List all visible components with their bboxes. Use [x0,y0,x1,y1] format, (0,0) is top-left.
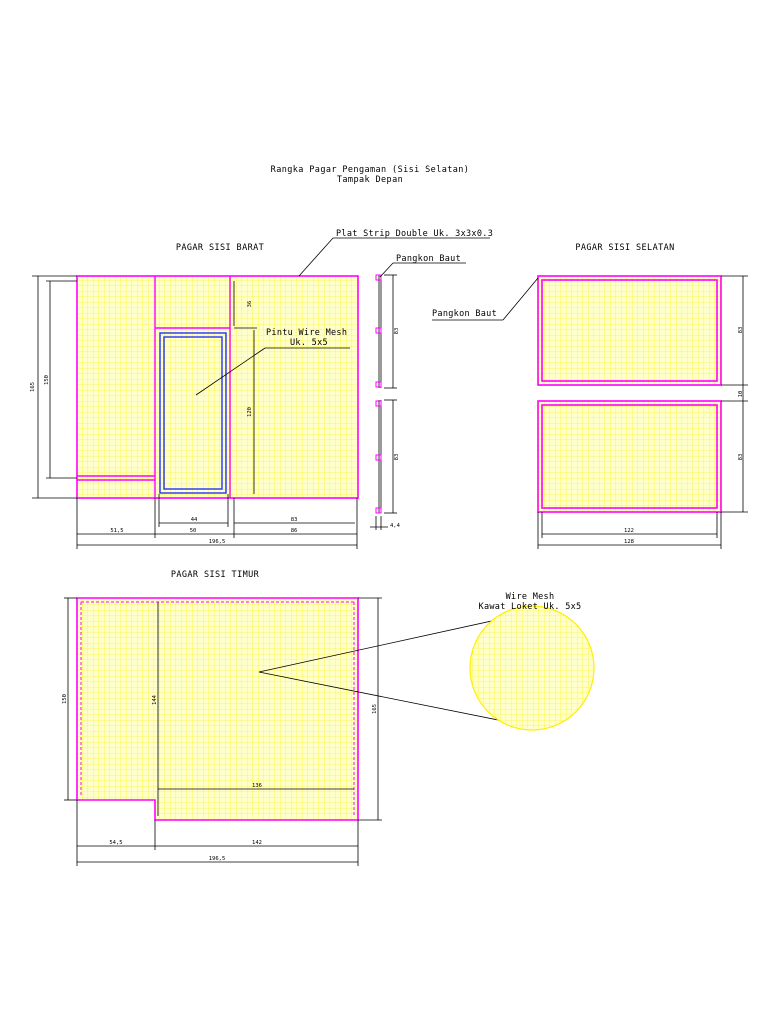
dim-150: 150 [44,375,50,385]
dim-86: 86 [291,528,298,534]
mesh-panel-barat [78,277,357,498]
dim-50: 50 [190,528,197,534]
dim-selatan-128: 128 [624,539,634,545]
dim-120: 120 [247,407,253,417]
heading-selatan: PAGAR SISI SELATAN [575,243,674,253]
callout-pintu-2: Uk. 5x5 [290,338,328,348]
callout-plat-strip: Plat Strip Double Uk. 3x3x0.3 [336,229,493,239]
door-frame [159,332,227,494]
drawing-title: Rangka Pagar Pengaman (Sisi Selatan) [271,165,470,175]
heading-timur: PAGAR SISI TIMUR [171,570,260,580]
dim-timur-142: 142 [252,840,262,846]
dim-36: 36 [247,301,253,308]
heading-barat: PAGAR SISI BARAT [176,243,264,253]
dim-83: 83 [291,517,298,523]
detail-label-1: Wire Mesh [506,592,555,602]
dim-selatan-10: 10 [738,391,744,398]
callout-pintu-1: Pintu Wire Mesh [266,328,347,338]
dim-timur-165: 165 [372,704,378,714]
frame-barat [76,275,359,499]
pagar-sisi-barat: PAGAR SISI BARAT 36 120 165 150 44 83 [30,229,493,549]
wire-mesh-detail: Wire Mesh Kawat Loket Uk. 5x5 [258,592,595,731]
dim-timur-144: 144 [152,694,158,705]
dim-timur-136: 136 [252,783,262,789]
pagar-sisi-selatan: PAGAR SISI SELATAN 83 10 83 122 128 Pang… [432,243,748,549]
dim-timur-150: 150 [62,694,68,704]
dim-timur-196-5: 196,5 [209,856,226,862]
dim-51-5: 51,5 [110,528,123,534]
door-inner [163,336,223,490]
dim-selatan-122: 122 [624,528,634,534]
pagar-sisi-timur: PAGAR SISI TIMUR 144 136 150 165 54,5 14… [62,570,382,866]
dim-timur-54-5: 54,5 [109,840,122,846]
dim-196-5: 196,5 [209,539,226,545]
dim-selatan-83a: 83 [738,327,744,334]
dim-side-83b: 83 [394,454,400,461]
drawing-subtitle: Tampak Depan [337,175,403,185]
frame-selatan-bottom [537,400,722,513]
callout-pangkon-baut-barat: Pangkon Baut [396,254,461,264]
dim-4-4: 4,4 [390,523,401,529]
dim-44: 44 [191,517,198,523]
dim-165: 165 [30,382,36,392]
frame-selatan-top [537,275,722,386]
mesh-detail-circle [470,606,594,730]
detail-label-2: Kawat Loket Uk. 5x5 [479,602,582,612]
callout-pangkon-baut-selatan: Pangkon Baut [432,309,497,319]
dim-selatan-83b: 83 [738,454,744,461]
dim-side-83a: 83 [394,328,400,335]
